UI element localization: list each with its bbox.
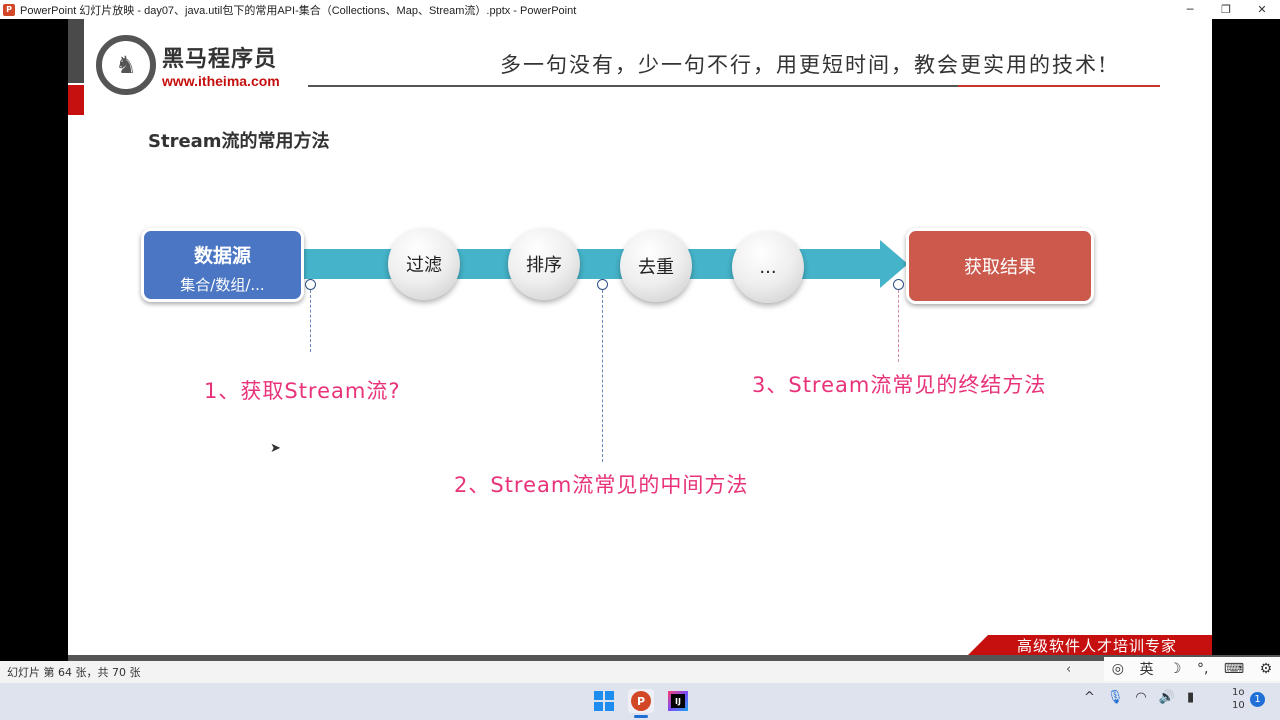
wifi-icon[interactable]: ◠ xyxy=(1135,690,1147,705)
keyboard-icon[interactable]: ⌨ xyxy=(1223,661,1245,677)
active-app-indicator xyxy=(634,715,648,718)
clock[interactable]: 1o 10 xyxy=(1232,686,1245,712)
clock-time: 1o xyxy=(1232,687,1245,698)
gear-icon[interactable]: ⚙ xyxy=(1259,661,1273,677)
connector-line-2 xyxy=(602,290,603,462)
punctuation-icon[interactable]: °, xyxy=(1196,661,1209,677)
powerpoint-icon: P xyxy=(631,691,651,711)
slideshow-stage[interactable]: ♞ 黑马程序员 www.itheima.com 多一句没有，少一句不行，用更短时… xyxy=(0,19,1280,655)
powerpoint-app-icon: P xyxy=(3,3,15,16)
connector-dot-1 xyxy=(305,279,316,290)
slogan-underline xyxy=(308,85,1160,87)
window-title: PowerPoint 幻灯片放映 - day07、java.util包下的常用A… xyxy=(20,4,577,17)
decorative-side-bar-red xyxy=(68,85,84,115)
connector-line-1 xyxy=(310,290,311,352)
decorative-side-bar-dark xyxy=(68,19,84,83)
ime-language-toggle[interactable]: 英 xyxy=(1139,662,1154,678)
data-source-subtitle: 集合/数组/... xyxy=(180,276,265,294)
windows-start-icon xyxy=(594,691,614,711)
logo-name: 黑马程序员 xyxy=(162,47,278,72)
annotation-terminal-methods: 3、Stream流常见的终结方法 xyxy=(752,373,1047,397)
slogan-underline-accent xyxy=(958,85,1160,87)
step-sort: 排序 xyxy=(508,228,580,300)
chevron-up-icon[interactable]: ^ xyxy=(1084,690,1095,705)
battery-icon[interactable]: ▮ xyxy=(1186,690,1195,705)
minimize-button[interactable]: ─ xyxy=(1186,3,1194,16)
moon-icon[interactable]: ☽ xyxy=(1168,661,1182,677)
taskbar-powerpoint[interactable]: P xyxy=(628,689,654,713)
footer-banner: 高级软件人才培训专家 xyxy=(968,635,1212,655)
connector-dot-3 xyxy=(893,279,904,290)
intellij-icon: IJ xyxy=(668,691,688,711)
step-filter: 过滤 xyxy=(388,228,460,300)
mouse-cursor-icon: ➤ xyxy=(270,441,281,456)
slide-prev-arrow-icon[interactable]: ‹ xyxy=(1066,662,1072,677)
connector-line-3 xyxy=(898,290,899,362)
system-tray: ^ 🎙 ◠ 🔊 ▮ xyxy=(1084,690,1194,705)
start-button[interactable] xyxy=(592,689,616,713)
slide[interactable]: ♞ 黑马程序员 www.itheima.com 多一句没有，少一句不行，用更短时… xyxy=(68,19,1212,655)
annotation-get-stream: 1、获取Stream流? xyxy=(204,379,401,403)
step-distinct: 去重 xyxy=(620,230,692,302)
statusbar: 幻灯片 第 64 张，共 70 张 xyxy=(0,661,1280,683)
ime-logo-icon[interactable]: ◎ xyxy=(1111,661,1124,677)
microphone-icon[interactable]: 🎙 xyxy=(1106,690,1124,705)
annotation-intermediate-methods: 2、Stream流常见的中间方法 xyxy=(454,473,749,497)
window-titlebar: P PowerPoint 幻灯片放映 - day07、java.util包下的常… xyxy=(0,0,1280,19)
taskbar-intellij[interactable]: IJ xyxy=(666,689,690,713)
clock-date: 10 xyxy=(1232,700,1245,711)
slide-heading: Stream流的常用方法 xyxy=(148,131,330,152)
horse-logo-icon: ♞ xyxy=(96,35,156,95)
step-more: ... xyxy=(732,231,804,303)
window-controls: ─ ❐ ✕ xyxy=(1172,0,1280,19)
data-source-box: 数据源 集合/数组/... xyxy=(141,228,304,302)
itheima-logo: ♞ 黑马程序员 www.itheima.com xyxy=(96,35,280,95)
notification-badge[interactable]: 1 xyxy=(1250,692,1265,707)
close-button[interactable]: ✕ xyxy=(1257,3,1267,16)
logo-url: www.itheima.com xyxy=(162,73,280,89)
slide-bottom-band xyxy=(68,655,1280,661)
ime-toolbar: ◎ 英 ☽ °, ⌨ ⚙ xyxy=(1104,657,1280,681)
data-source-title: 数据源 xyxy=(193,245,251,267)
restore-button[interactable]: ❐ xyxy=(1221,3,1231,16)
get-result-box: 获取结果 xyxy=(906,228,1094,304)
slide-counter: 幻灯片 第 64 张，共 70 张 xyxy=(7,666,141,679)
volume-icon[interactable]: 🔊 xyxy=(1158,690,1175,705)
connector-dot-2 xyxy=(597,279,608,290)
slogan: 多一句没有，少一句不行，用更短时间，教会更实用的技术! xyxy=(500,53,1109,77)
